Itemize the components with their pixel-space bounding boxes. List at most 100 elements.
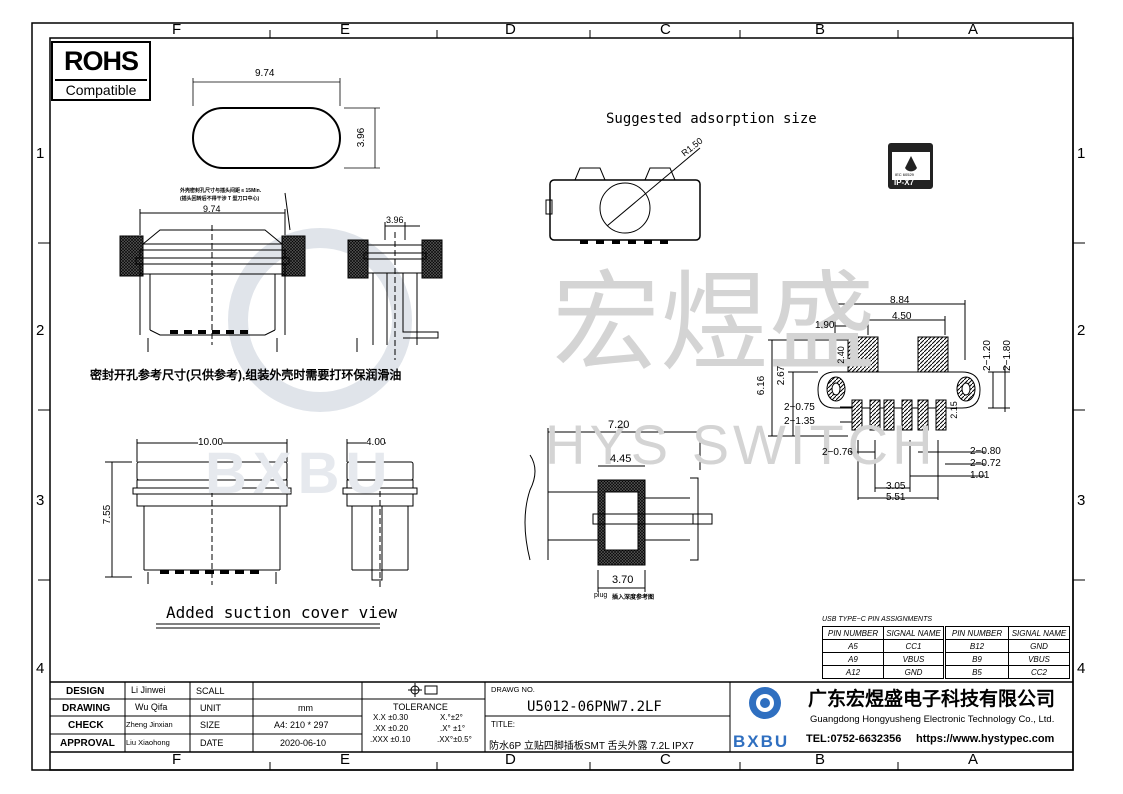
plug-note-b: 插入深度参考图 [612,595,655,601]
grid-col-A-top: A [968,21,979,38]
front-note-1: 外壳密封孔尺寸与插头间距 ≤ 15Min. [180,188,262,194]
ipx7-label: IP-X7 [894,178,915,187]
tb-design-name: Li Jinwei [131,685,166,695]
grid-row-4-right: 4 [1077,660,1086,677]
rohs-badge: ROHS Compatible [51,41,151,101]
dim-072: 2−0.72 [970,458,1001,469]
table-row: A5 CC1 B12 GND [822,639,1070,653]
dim-135: 2−1.35 [784,416,815,427]
table-row: A12 GND B5 CC2 [822,665,1070,679]
dim-551: 5.51 [886,492,906,503]
tb-date-value: 2020-06-10 [280,738,327,748]
grid-row-1-right: 1 [1077,145,1086,162]
grid-col-E-bottom: E [340,751,351,768]
grid-col-B-top: B [815,21,826,38]
dim-front-width: 9.74 [203,204,221,214]
dim-240: 2.40 [835,346,846,364]
grid-col-F-top: F [172,21,182,38]
dim-120: 2−1.20 [981,340,993,371]
grid-col-C-top: C [660,21,671,38]
grid-row-4-left: 4 [36,660,45,677]
tb-check-name: Zheng Jinxian [126,720,173,729]
pin-header-4: SIGNAL NAME [1008,626,1070,640]
pin-cell: GND [1008,639,1070,653]
pin-cell: CC2 [1008,665,1070,679]
tb-approval-label: APPROVAL [60,738,115,749]
dim-884: 8.84 [890,295,910,306]
pin-table-header: PIN NUMBER SIGNAL NAME PIN NUMBER SIGNAL… [822,626,1070,640]
grid-col-E-top: E [340,21,351,38]
adsorption-title: Suggested adsorption size [606,111,817,127]
pin-cell: A12 [822,665,884,679]
tb-tol2: .XX ±0.20 [373,724,409,733]
tb-drawg-no: U5012-06PNW7.2LF [527,699,662,715]
grid-col-A-bottom: A [968,751,979,768]
dim-190: 1.90 [815,320,835,331]
seal-note: 密封开孔参考尺寸(只供参考),组装外壳时需要打环保润滑油 [90,368,402,382]
dim-plug-inner: 4.45 [610,453,632,465]
dim-076: 2−0.76 [822,447,853,458]
tb-unit-label: UNIT [200,703,221,713]
pin-cell: B12 [943,639,1009,653]
pin-cell: A9 [822,652,884,666]
grid-row-2-left: 2 [36,322,45,339]
tb-tol2b: .X° ±1° [440,724,466,733]
dim-top-width: 9.74 [255,68,275,79]
pin-cell: VBUS [1008,652,1070,666]
grid-row-3-left: 3 [36,492,45,509]
dim-267: 2.67 [776,365,788,386]
grid-row-3-right: 3 [1077,492,1086,509]
pin-cell: VBUS [883,652,945,666]
watermark-logo: BXBU [205,441,394,506]
tb-drawg-no-label: DRAWG NO. [491,685,535,694]
tb-tol1: X.X ±0.30 [373,713,409,722]
tb-scall-label: SCALL [196,686,225,696]
pin-cell: A5 [822,639,884,653]
grid-col-D-top: D [505,21,516,38]
tb-size-label: SIZE [200,720,221,730]
grid-col-B-bottom: B [815,751,826,768]
tb-company-cn: 广东宏煜盛电子科技有限公司 [808,688,1056,710]
grid-col-C-bottom: C [660,751,671,768]
pin-header-1: PIN NUMBER [822,626,884,640]
tb-drawing-label: DRAWING [62,703,111,714]
plug-note-a: plug [594,592,608,599]
tb-approval-name: Liu Xiaohong [126,738,170,747]
dim-side-width: 3.96 [386,215,404,225]
tb-date-label: DATE [200,738,224,748]
front-note-2: (插头回转后不得干涉 T 型刀口中心) [180,196,260,202]
tb-tol3b: .XX°±0.5° [437,735,472,744]
dim-plug-bottom: 3.70 [612,574,634,586]
dim-101: 1.01 [970,470,990,481]
tb-title-label: TITLE: [491,720,516,729]
pin-header-3: PIN NUMBER [943,626,1009,640]
table-row: A9 VBUS B9 VBUS [822,652,1070,666]
watermark-en: HYS SWITCH [545,413,937,476]
tb-design-label: DESIGN [66,686,105,697]
watermark-cn: 宏煜盛 [552,261,877,386]
pin-cell: B9 [943,652,1009,666]
cover-caption: Added suction cover view [166,603,398,622]
tb-tol3: .XXX ±0.10 [370,735,411,744]
tb-logo: BXBU [733,732,790,751]
grid-col-D-bottom: D [505,751,516,768]
dim-616: 6.16 [756,375,768,396]
tb-tol1b: X.°±2° [440,713,463,722]
dim-305: 3.05 [886,481,906,492]
dim-180: 2−1.80 [1001,340,1013,371]
tb-company-en: Guangdong Hongyusheng Electronic Technol… [810,714,1055,725]
tb-title: 防水6P 立贴四脚插板SMT 舌头外露 7.2L IPX7 [489,741,694,752]
rohs-title: ROHS [63,46,139,76]
pin-header-2: SIGNAL NAME [883,626,945,640]
grid-row-1-left: 1 [36,145,45,162]
tb-unit-value: mm [298,703,313,713]
dim-top-height: 3.96 [356,127,368,148]
pin-table: PIN NUMBER SIGNAL NAME PIN NUMBER SIGNAL… [822,626,1070,679]
tb-size-value: A4: 210 * 297 [274,720,329,730]
grid-col-F-bottom: F [172,751,182,768]
dim-cover-width: 10.00 [198,437,224,448]
pin-cell: CC1 [883,639,945,653]
watermark-circle [228,228,412,412]
